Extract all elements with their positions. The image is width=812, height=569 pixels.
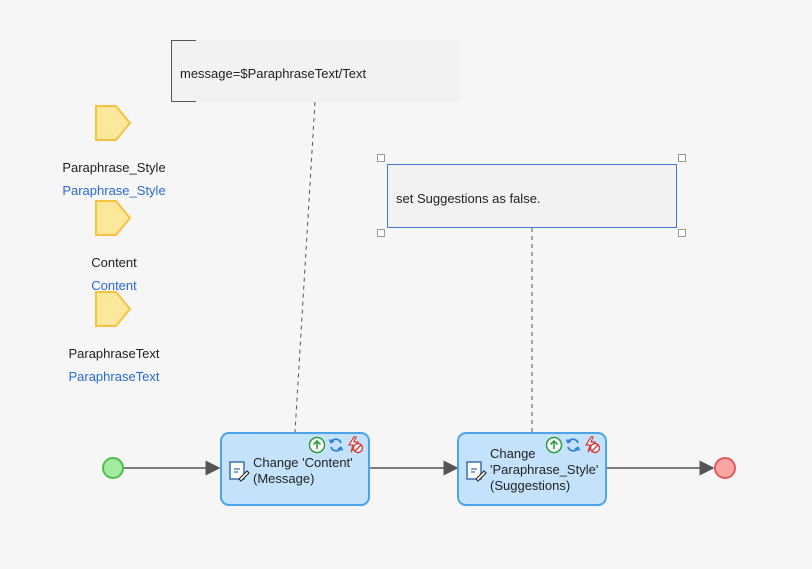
annotation-link-1: [294, 101, 316, 433]
commit-icon: [545, 436, 563, 454]
annotation-text: message=$ParaphraseText/Text: [180, 66, 367, 81]
resize-handle-bottom-left[interactable]: [377, 229, 385, 237]
resize-handle-top-right[interactable]: [678, 154, 686, 162]
resize-handle-top-left[interactable]: [377, 154, 385, 162]
no-events-icon: [584, 436, 601, 454]
parameter-name: Paraphrase_Style: [62, 160, 166, 175]
annotation-bracket: [171, 101, 196, 102]
annotation-text: set Suggestions as false.: [396, 191, 541, 206]
activity-label-line: (Message): [253, 471, 315, 486]
annotation-bracket: [171, 40, 172, 102]
change-object-activity-paraphrase-style[interactable]: Change 'Paraphrase_Style' (Suggestions): [457, 432, 607, 506]
parameter-icon[interactable]: [94, 290, 132, 328]
annotation-message[interactable]: message=$ParaphraseText/Text: [171, 40, 460, 102]
commit-icon: [308, 436, 326, 454]
parameter-icon[interactable]: [94, 104, 132, 142]
parameter-type-link[interactable]: Content: [91, 278, 137, 293]
annotation-suggestions[interactable]: set Suggestions as false.: [387, 164, 677, 228]
parameter-icon[interactable]: [94, 199, 132, 237]
activity-label: Change 'Content' (Message): [253, 455, 353, 487]
annotation-bracket: [171, 40, 196, 41]
refresh-icon: [565, 438, 581, 452]
change-object-activity-content[interactable]: Change 'Content' (Message): [220, 432, 370, 506]
change-object-icon: [466, 461, 487, 482]
parameter-name: ParaphraseText: [68, 346, 160, 361]
activity-label-line: Change: [490, 446, 536, 461]
resize-handle-bottom-right[interactable]: [678, 229, 686, 237]
end-event[interactable]: [714, 457, 736, 479]
activity-label-line: 'Paraphrase_Style': [490, 462, 599, 477]
activity-label: Change 'Paraphrase_Style' (Suggestions): [490, 446, 598, 494]
change-object-icon: [229, 461, 250, 482]
parameter-name: Content: [91, 255, 137, 270]
parameter-type-link[interactable]: Paraphrase_Style: [62, 183, 166, 198]
refresh-icon: [328, 438, 344, 452]
activity-flags: [308, 436, 364, 454]
activity-label-line: Change 'Content': [253, 455, 353, 470]
no-events-icon: [347, 436, 364, 454]
activity-flags: [545, 436, 601, 454]
start-event[interactable]: [102, 457, 124, 479]
parameter-type-link[interactable]: ParaphraseText: [68, 369, 160, 384]
activity-label-line: (Suggestions): [490, 478, 571, 493]
